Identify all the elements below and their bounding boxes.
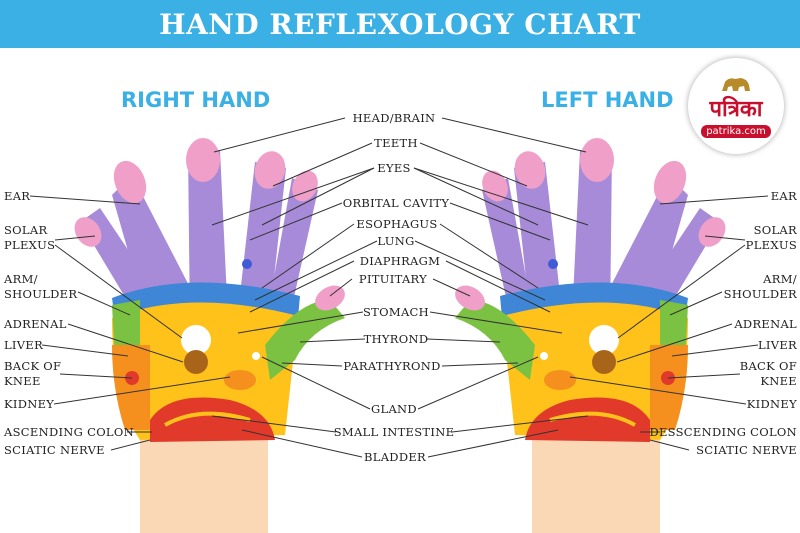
label-lung: LUNG	[377, 234, 414, 248]
label-solar-right-2: PLEXUS	[4, 238, 55, 252]
label-back-left-1: BACK OF	[740, 359, 797, 373]
left-hand-labels: EAR SOLAR PLEXUS ARM/ SHOULDER ADRENAL L…	[649, 189, 797, 457]
label-kidney-left: KIDNEY	[747, 397, 797, 411]
label-orbital-cavity: ORBITAL CAVITY	[343, 196, 450, 210]
label-back-right-2: KNEE	[4, 374, 41, 388]
label-thyrond: THYROND	[364, 332, 429, 346]
lion-emblem-icon	[722, 77, 750, 91]
label-ear-left: EAR	[771, 189, 797, 203]
label-adrenal-left: ADRENAL	[733, 317, 797, 331]
label-sciatic-left: SCIATIC NERVE	[696, 443, 797, 457]
label-arm-right-1: ARM/	[3, 272, 38, 286]
right-hand-labels: EAR SOLAR PLEXUS ARM/ SHOULDER ADRENAL L…	[3, 189, 134, 457]
label-eyes: EYES	[377, 161, 410, 175]
label-colon-right: ASCENDING COLON	[3, 425, 134, 439]
label-arm-left-2: SHOULDER	[724, 287, 797, 301]
label-gland: GLAND	[371, 402, 417, 416]
label-solar-left-2: PLEXUS	[746, 238, 797, 252]
logo-wordmark: पत्रिका	[709, 96, 763, 122]
label-head-brain: HEAD/BRAIN	[353, 111, 436, 125]
label-teeth: TEETH	[374, 136, 418, 150]
left-hand-title: LEFT HAND	[541, 88, 674, 112]
label-stomach: STOMACH	[363, 305, 429, 319]
center-labels: HEAD/BRAIN TEETH EYES ORBITAL CAVITY ESO…	[334, 111, 455, 464]
label-liver-right: LIVER	[4, 338, 43, 352]
label-diaphragm: DIAPHRAGM	[360, 254, 440, 268]
label-back-right-1: BACK OF	[4, 359, 61, 373]
label-arm-left-1: ARM/	[762, 272, 797, 286]
label-bladder: BLADDER	[364, 450, 426, 464]
label-solar-left-1: SOLAR	[754, 223, 797, 237]
label-back-left-2: KNEE	[760, 374, 797, 388]
label-liver-left: LIVER	[758, 338, 797, 352]
label-esophagus: ESOPHAGUS	[356, 217, 437, 231]
label-sciatic-right: SCIATIC NERVE	[4, 443, 105, 457]
right-hand-illustration	[66, 136, 352, 533]
logo-url: patrika.com	[701, 124, 771, 138]
patrika-logo: पत्रिका patrika.com	[688, 58, 784, 154]
label-parathyrond: PARATHYROND	[343, 359, 440, 373]
label-small-intestine: SMALL INTESTINE	[334, 425, 455, 439]
label-adrenal-right: ADRENAL	[3, 317, 67, 331]
label-kidney-right: KIDNEY	[4, 397, 54, 411]
label-colon-left: DESSCENDING COLON	[649, 425, 797, 439]
left-hand-illustration	[448, 136, 734, 533]
title-banner: HAND REFLEXOLOGY CHART	[0, 0, 800, 48]
leader-lines	[29, 117, 769, 458]
label-arm-right-2: SHOULDER	[4, 287, 77, 301]
label-solar-right-1: SOLAR	[4, 223, 47, 237]
label-pituitary: PITUITARY	[359, 272, 427, 286]
chart-title: HAND REFLEXOLOGY CHART	[159, 7, 641, 41]
label-ear-right: EAR	[4, 189, 30, 203]
right-hand-title: RIGHT HAND	[121, 88, 271, 112]
